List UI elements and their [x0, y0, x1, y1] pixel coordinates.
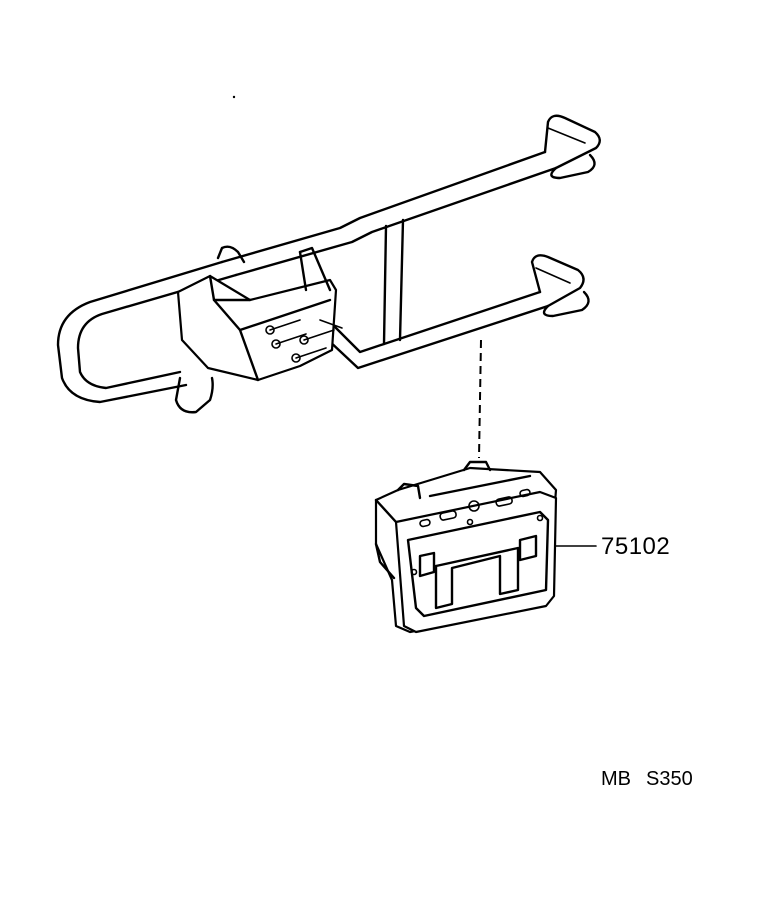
part-number-label: 75102	[601, 533, 671, 560]
diagram-code-left: MB	[601, 768, 631, 790]
tube-frame	[56, 114, 601, 414]
leader-dashed-line	[478, 339, 482, 459]
plate-bracket	[374, 460, 597, 634]
speck	[232, 95, 236, 99]
mount-bracket	[176, 246, 343, 382]
diagram-code-right: S350	[646, 768, 693, 790]
